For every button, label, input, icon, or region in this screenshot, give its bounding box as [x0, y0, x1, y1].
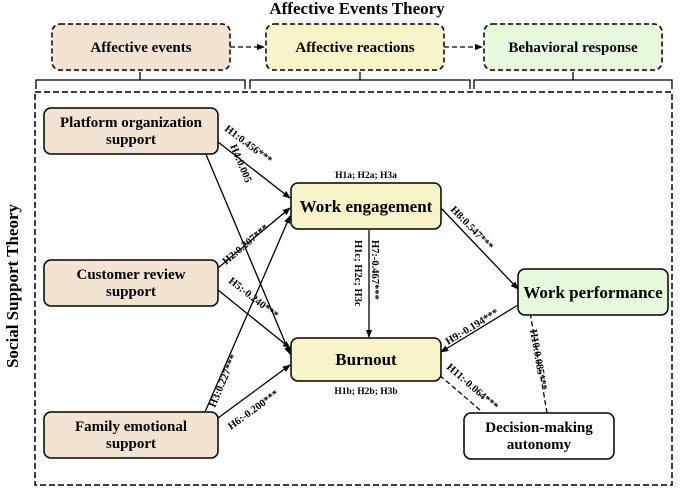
edge-platform-engagement — [217, 141, 291, 199]
edge-engagement-performance — [440, 207, 519, 290]
edge-family-engagement — [204, 215, 291, 413]
header-affective-reactions: Affective reactions — [265, 23, 445, 71]
edge-label-h7-hyps: H1c; H2c; H3c — [352, 240, 363, 307]
node-burnout-label: Burnout — [335, 350, 397, 369]
edges — [204, 141, 519, 419]
node-autonomy-line2: autonomy — [507, 437, 572, 453]
engagement-hypotheses-note: H1a; H2a; H3a — [335, 171, 397, 181]
header-affective-events-label: Affective events — [90, 40, 191, 56]
node-platform-line1: Platform organization — [60, 115, 203, 131]
edge-customer-engagement — [217, 207, 291, 269]
social-support-frame — [34, 91, 673, 486]
edge-label-h8: H8:0.547*** — [448, 204, 495, 252]
edge-label-h5: H5:-0.240*** — [226, 276, 280, 321]
node-family-line2: support — [106, 436, 156, 452]
header-brackets — [35, 72, 673, 89]
edge-platform-burnout — [204, 151, 291, 355]
edge-label-h6: H6:-0.200*** — [226, 388, 281, 432]
diagram-title: Affective Events Theory — [269, 0, 445, 18]
node-platform-organization-support: Platform organization support — [43, 107, 219, 155]
edge-autonomy-h11 — [429, 366, 481, 411]
node-burnout: Burnout — [290, 337, 442, 382]
node-work-engagement: Work engagement — [290, 182, 442, 230]
node-engagement-label: Work engagement — [300, 197, 433, 216]
edge-label-h9: H9:-0.194*** — [444, 307, 501, 347]
edge-autonomy-h10 — [526, 299, 548, 414]
node-work-performance: Work performance — [517, 268, 669, 316]
edge-label-h3: H3:0.227*** — [208, 353, 240, 409]
edge-label-h1: H1:0.456*** — [222, 124, 274, 167]
edge-label-h2: H2:0.207*** — [221, 223, 271, 268]
node-autonomy-line1: Decision-making — [485, 420, 593, 436]
header-behavioral-response: Behavioral response — [483, 23, 663, 71]
edge-customer-burnout — [217, 289, 291, 349]
header-behavioral-response-label: Behavioral response — [508, 40, 638, 56]
node-customer-line1: Customer review — [77, 267, 186, 283]
header-affective-events: Affective events — [51, 23, 231, 71]
node-family-emotional-support: Family emotional support — [43, 411, 219, 459]
node-performance-label: Work performance — [523, 283, 663, 302]
burnout-hypotheses-note: H1b; H2b; H3b — [334, 387, 397, 397]
node-customer-review-support: Customer review support — [43, 259, 219, 307]
node-family-line1: Family emotional — [75, 419, 187, 435]
edge-burnout-performance — [440, 304, 519, 353]
edge-family-burnout — [217, 364, 291, 419]
side-title: Social Support Theory — [3, 203, 22, 368]
node-platform-line2: support — [106, 132, 156, 148]
moderator-edges — [429, 299, 548, 414]
edge-label-h7: H7:-0.467*** — [369, 240, 380, 300]
node-decision-making-autonomy: Decision-making autonomy — [463, 412, 615, 460]
edge-label-h11: H11:-0.064*** — [444, 362, 500, 413]
header-affective-reactions-label: Affective reactions — [295, 40, 414, 56]
edge-label-h10: H10:0.085*** — [527, 329, 549, 392]
node-customer-line2: support — [106, 284, 156, 300]
